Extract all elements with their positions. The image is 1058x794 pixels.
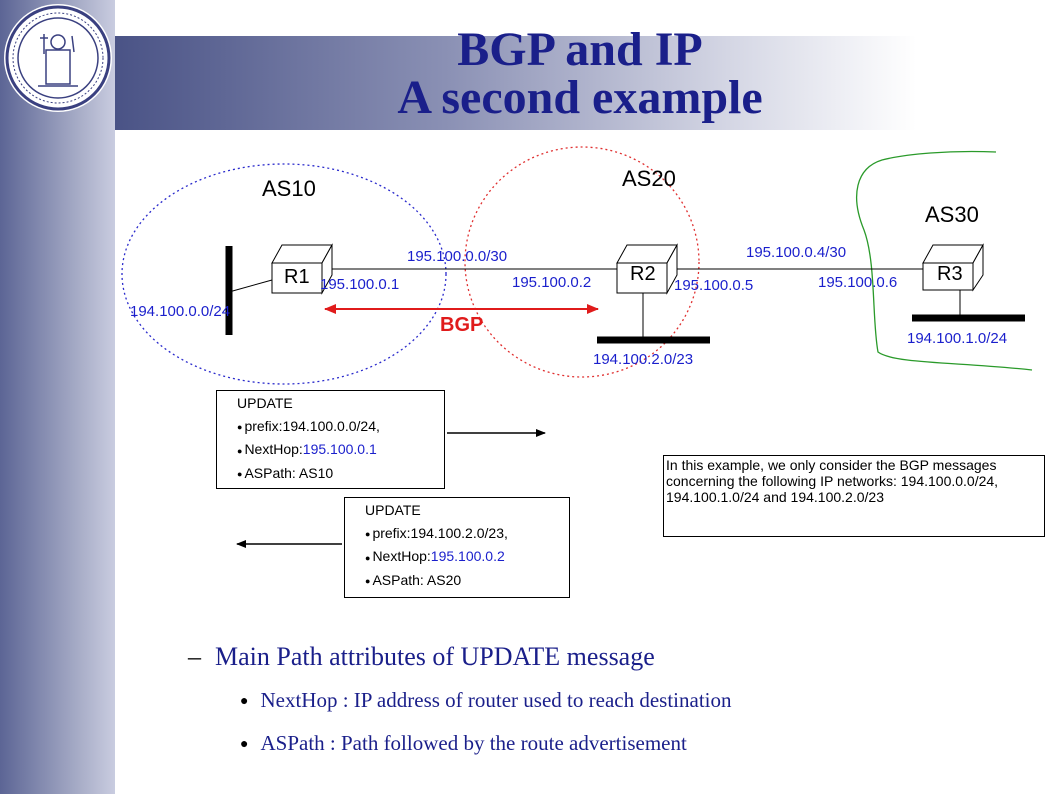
update-message-1: UPDATE ●prefix:194.100.0.0/24, ●NextHop:… (216, 390, 445, 489)
update1-aspath: ASPath: AS10 (244, 464, 334, 481)
update2-header: UPDATE (365, 502, 421, 518)
bullet-icon: ● (237, 468, 243, 479)
r2-interface-ip-left: 195.100.0.2 (512, 274, 592, 291)
update1-nexthop-row: ●NextHop:195.100.0.1 (237, 438, 444, 461)
sub-bullet-aspath: ● ASPath : Path followed by the route adv… (240, 731, 687, 756)
bullet-icon: ● (240, 694, 249, 710)
as20-label: AS20 (622, 166, 676, 191)
seal-emblem-icon (5, 5, 111, 111)
network-as30-label: 194.100.1.0/24 (907, 330, 1008, 347)
slide-title-line1: BGP and IP (457, 23, 703, 76)
as10-label: AS10 (262, 176, 316, 201)
update2-aspath: ASPath: AS20 (372, 571, 462, 588)
router-r3-label: R3 (937, 263, 963, 285)
r2-interface-ip-right: 195.100.0.5 (674, 277, 754, 294)
link2-subnet-label: 195.100.0.4/30 (746, 244, 847, 261)
bullet-icon: ● (365, 552, 371, 563)
bullet-icon: ● (237, 445, 243, 456)
link1-subnet-label: 195.100.0.0/30 (407, 248, 508, 265)
dash-icon: – (188, 642, 201, 671)
update2-aspath-row: ●ASPath: AS20 (365, 569, 569, 592)
update2-nexthop-label: NextHop: (372, 548, 431, 565)
network-as10-label: 194.100.0.0/24 (130, 303, 231, 320)
update2-prefix-row: ●prefix:194.100.2.0/23, (365, 522, 569, 545)
sub-bullet-nexthop: ● NextHop : IP address of router used to … (240, 688, 731, 713)
update2-nexthop-value: 195.100.0.2 (430, 548, 505, 565)
r1-interface-ip: 195.100.0.1 (320, 276, 400, 293)
router-r1-label: R1 (284, 266, 310, 288)
update1-nexthop-value: 195.100.0.1 (302, 441, 377, 458)
router-r2-box (616, 243, 678, 295)
update1-prefix: prefix:194.100.0.0/24, (244, 418, 380, 434)
update1-header: UPDATE (237, 395, 293, 411)
main-bullet: –Main Path attributes of UPDATE message (188, 642, 655, 672)
r3-interface-ip: 195.100.0.6 (818, 274, 898, 291)
sub-bullet-nexthop-text: NextHop : IP address of router used to r… (260, 688, 732, 712)
slide-title-line2: A second example (397, 71, 763, 124)
as20-boundary (464, 146, 700, 378)
sidebar-band (0, 0, 115, 794)
bgp-session-label: BGP (440, 314, 484, 336)
as30-label: AS30 (925, 202, 979, 227)
university-seal (4, 4, 112, 112)
note-box: In this example, we only consider the BG… (663, 455, 1045, 537)
as10-boundary (121, 163, 447, 385)
update2-nexthop-row: ●NextHop:195.100.0.2 (365, 545, 569, 568)
update1-nexthop-label: NextHop: (244, 441, 303, 458)
bullet-icon: ● (237, 422, 243, 433)
title-band (115, 36, 1058, 130)
network-as20-label: 194.100.2.0/23 (593, 351, 694, 368)
update1-aspath-row: ●ASPath: AS10 (237, 462, 444, 485)
router-r1-box (271, 243, 333, 295)
as30-boundary (856, 150, 1033, 371)
main-bullet-text: Main Path attributes of UPDATE message (215, 642, 655, 671)
update1-prefix-row: ●prefix:194.100.0.0/24, (237, 415, 444, 438)
bullet-icon: ● (240, 737, 249, 753)
update-message-2: UPDATE ●prefix:194.100.2.0/23, ●NextHop:… (344, 497, 570, 598)
sub-bullet-aspath-text: ASPath : Path followed by the route adve… (260, 731, 687, 755)
update2-prefix: prefix:194.100.2.0/23, (372, 525, 508, 541)
router-r3-box (922, 243, 984, 292)
network-stub-as10 (228, 279, 273, 293)
bullet-icon: ● (365, 575, 371, 586)
bullet-icon: ● (365, 529, 371, 540)
router-r2-label: R2 (630, 263, 656, 285)
